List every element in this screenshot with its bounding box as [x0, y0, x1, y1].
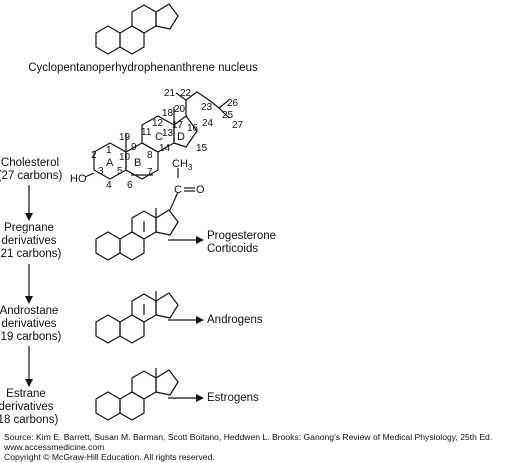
carbon-10: 10	[119, 152, 131, 163]
carbon-1: 1	[106, 145, 112, 156]
cholesterol-structure	[93, 91, 230, 180]
estrane-label-1: Estrane	[6, 388, 46, 400]
carbon-14: 14	[159, 143, 171, 154]
carbon-15: 15	[196, 143, 208, 154]
keto-carbon-label: C	[174, 184, 182, 196]
carbon-27: 27	[232, 120, 244, 131]
carbon-21: 21	[164, 88, 176, 99]
pregnane-label-2: derivatives	[2, 235, 57, 247]
methyl-group-label: CH3	[172, 158, 193, 172]
nucleus-label: Cyclopentanoperhydrophenanthrene nucleus	[28, 62, 258, 74]
androstane-label-3: (19 carbons)	[0, 331, 61, 343]
source-citation: Source: Kim E. Barrett, Susan M. Barman,…	[4, 432, 493, 442]
carbon-19: 19	[119, 132, 131, 143]
carbon-23: 23	[201, 102, 213, 113]
carbon-2: 2	[91, 150, 97, 161]
androstane-label-1: Androstane	[0, 305, 58, 317]
ring-label-a: A	[106, 157, 114, 169]
carbon-26: 26	[227, 98, 239, 109]
cholesterol-carbons: (27 carbons)	[0, 170, 62, 182]
keto-oxygen-label: O	[196, 184, 205, 196]
androstane-label-2: derivatives	[2, 318, 57, 330]
product-estrogens: Estrogens	[207, 392, 259, 404]
ring-label-b: B	[134, 157, 141, 169]
product-androgens: Androgens	[207, 314, 263, 326]
androstane-methyls	[143, 291, 157, 315]
hydroxyl-bond	[84, 172, 95, 178]
estrane-label-2: derivatives	[0, 401, 54, 413]
nucleus-structure	[95, 3, 179, 55]
carbon-3: 3	[98, 166, 104, 177]
pregnane-label-3: (21 carbons)	[0, 248, 61, 260]
carbon-6: 6	[127, 180, 133, 191]
carbon-25: 25	[222, 110, 234, 121]
product-progesterone: Progesterone	[207, 230, 276, 242]
class-labels: Cholesterol (27 carbons) Pregnane deriva…	[0, 157, 62, 426]
cholesterol-ring-labels: A B C D	[106, 131, 185, 169]
estrane-structure	[95, 369, 179, 421]
carbon-22: 22	[180, 88, 192, 99]
carbon-24: 24	[202, 118, 214, 129]
carbon-17: 17	[172, 120, 184, 131]
carbon-5: 5	[117, 166, 123, 177]
cholesterol-name: Cholesterol	[1, 157, 59, 169]
carbon-16: 16	[187, 123, 199, 134]
carbon-7: 7	[147, 167, 153, 178]
androstane-structure	[95, 292, 179, 344]
carbon-12: 12	[152, 118, 164, 129]
ring-label-c: C	[155, 131, 163, 143]
source-url[interactable]: www.accessmedicine.com	[4, 442, 105, 452]
cholesterol-carbon-numbers: 1 2 3 4 5 6 7 8 9 10 11 12 13 14 15 16 1…	[91, 88, 244, 191]
pregnane-side-chain	[143, 168, 195, 232]
pregnane-label-1: Pregnane	[4, 222, 54, 234]
estrane-label-3: (18 carbons)	[0, 414, 58, 426]
carbon-18: 18	[162, 108, 174, 119]
copyright-notice: Copyright © McGraw-Hill Education. All r…	[4, 452, 215, 462]
product-corticoids: Corticoids	[207, 243, 258, 255]
carbon-9: 9	[131, 142, 137, 153]
ring-label-d: D	[177, 131, 185, 143]
steroid-biosynthesis-diagram: Cyclopentanoperhydrophenanthrene nucleus…	[0, 3, 276, 426]
carbon-8: 8	[147, 150, 153, 161]
carbon-4: 4	[106, 180, 112, 191]
hydroxyl-group-label: HO	[70, 173, 87, 185]
carbon-20: 20	[174, 104, 186, 115]
carbon-13: 13	[162, 128, 174, 139]
carbon-11: 11	[141, 127, 152, 138]
pregnane-structure	[95, 209, 179, 261]
